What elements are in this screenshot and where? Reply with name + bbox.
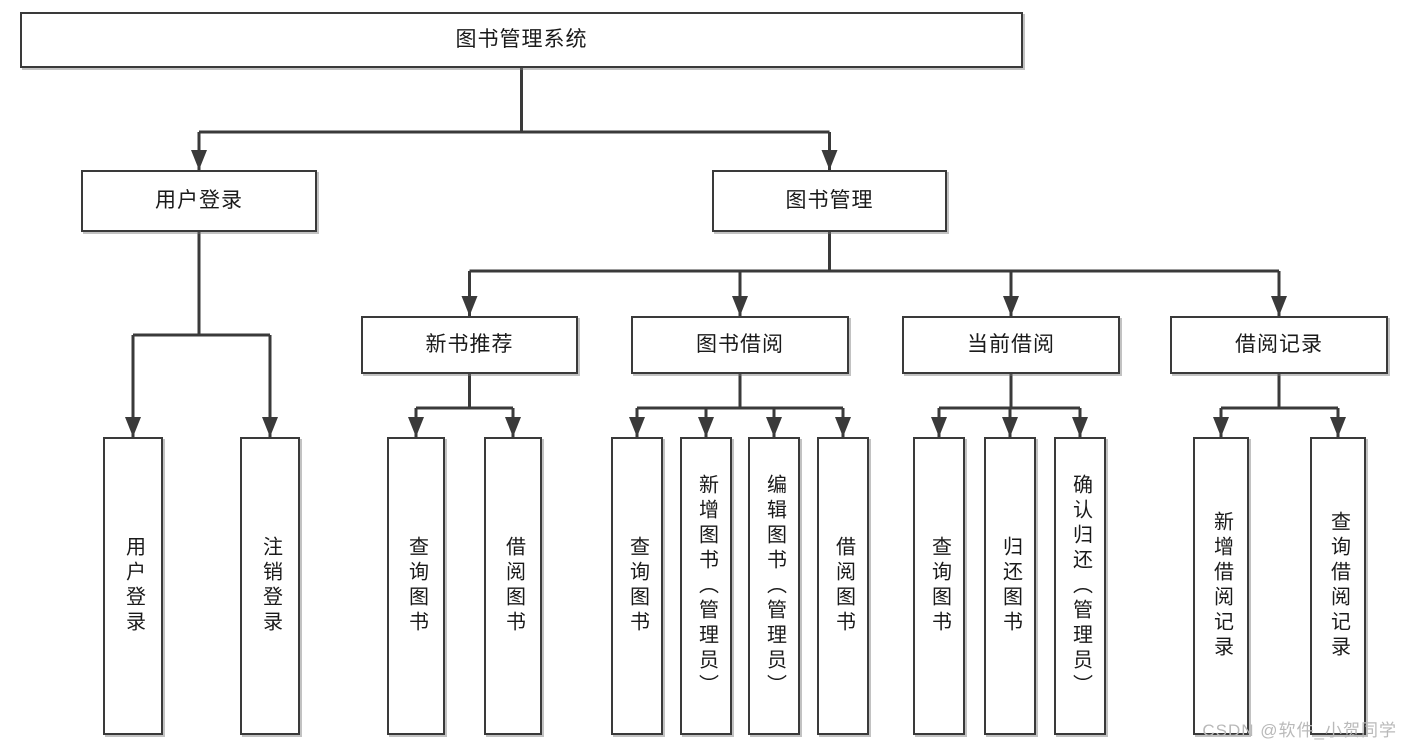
node-root[interactable]: 图书管理系统 <box>20 12 1023 68</box>
node-user-login[interactable]: 用户登录 <box>81 170 317 232</box>
node-label: 查询图书 <box>405 536 428 636</box>
arrowhead-icon <box>1072 417 1088 437</box>
arrowhead-icon <box>629 417 645 437</box>
arrowhead-icon <box>698 417 714 437</box>
node-leaf-query-book-2[interactable]: 查询图书 <box>611 437 663 735</box>
arrowhead-icon <box>1330 417 1346 437</box>
node-leaf-add-record[interactable]: 新增借阅记录 <box>1193 437 1249 735</box>
node-leaf-add-book[interactable]: 新增图书（管理员） <box>680 437 732 735</box>
arrowhead-icon <box>1002 417 1018 437</box>
arrowhead-icon <box>262 417 278 437</box>
arrowhead-icon <box>732 296 748 316</box>
node-label: 确认归还（管理员） <box>1069 473 1092 699</box>
node-label: 借阅图书 <box>832 536 855 636</box>
node-label: 用户登录 <box>122 536 145 636</box>
arrowhead-icon <box>505 417 521 437</box>
node-label: 新增图书（管理员） <box>695 473 718 699</box>
node-leaf-borrow-book-1[interactable]: 借阅图书 <box>484 437 542 735</box>
watermark-label: CSDN @软件_小贺同学 <box>1202 721 1397 740</box>
node-leaf-return-book[interactable]: 归还图书 <box>984 437 1036 735</box>
node-label: 用户登录 <box>155 189 243 213</box>
arrowhead-icon <box>835 417 851 437</box>
arrowhead-icon <box>931 417 947 437</box>
node-label: 新书推荐 <box>425 333 514 357</box>
node-leaf-logout[interactable]: 注销登录 <box>240 437 300 735</box>
node-leaf-borrow-book-2[interactable]: 借阅图书 <box>817 437 869 735</box>
node-label: 查询图书 <box>626 536 649 636</box>
node-label: 图书借阅 <box>696 333 784 357</box>
node-leaf-user-login[interactable]: 用户登录 <box>103 437 163 735</box>
arrowhead-icon <box>408 417 424 437</box>
node-label: 当前借阅 <box>967 333 1055 357</box>
node-leaf-query-record[interactable]: 查询借阅记录 <box>1310 437 1366 735</box>
node-leaf-query-book-1[interactable]: 查询图书 <box>387 437 445 735</box>
node-book-borrow[interactable]: 图书借阅 <box>631 316 849 374</box>
node-label: 借阅记录 <box>1235 333 1323 357</box>
node-leaf-query-book-3[interactable]: 查询图书 <box>913 437 965 735</box>
arrowhead-icon <box>1213 417 1229 437</box>
node-label: 图书管理 <box>785 189 874 213</box>
node-label: 新增借阅记录 <box>1210 511 1233 661</box>
node-label: 查询图书 <box>928 536 951 636</box>
node-book-manage[interactable]: 图书管理 <box>712 170 947 232</box>
arrowhead-icon <box>766 417 782 437</box>
node-label: 图书管理系统 <box>455 28 588 52</box>
node-current-borrow[interactable]: 当前借阅 <box>902 316 1120 374</box>
arrowhead-icon <box>1003 296 1019 316</box>
arrowhead-icon <box>1271 296 1287 316</box>
node-borrow-record[interactable]: 借阅记录 <box>1170 316 1388 374</box>
node-new-book-recommend[interactable]: 新书推荐 <box>361 316 578 374</box>
node-label: 归还图书 <box>999 536 1022 636</box>
arrowhead-icon <box>461 296 478 316</box>
arrowhead-icon <box>125 417 141 437</box>
arrowhead-icon <box>821 150 838 170</box>
arrowhead-icon <box>191 150 207 170</box>
node-label: 编辑图书（管理员） <box>763 473 786 699</box>
node-leaf-confirm-return[interactable]: 确认归还（管理员） <box>1054 437 1106 735</box>
node-label: 注销登录 <box>259 536 282 636</box>
node-label: 查询借阅记录 <box>1327 511 1350 661</box>
node-leaf-edit-book[interactable]: 编辑图书（管理员） <box>748 437 800 735</box>
node-label: 借阅图书 <box>502 536 525 636</box>
